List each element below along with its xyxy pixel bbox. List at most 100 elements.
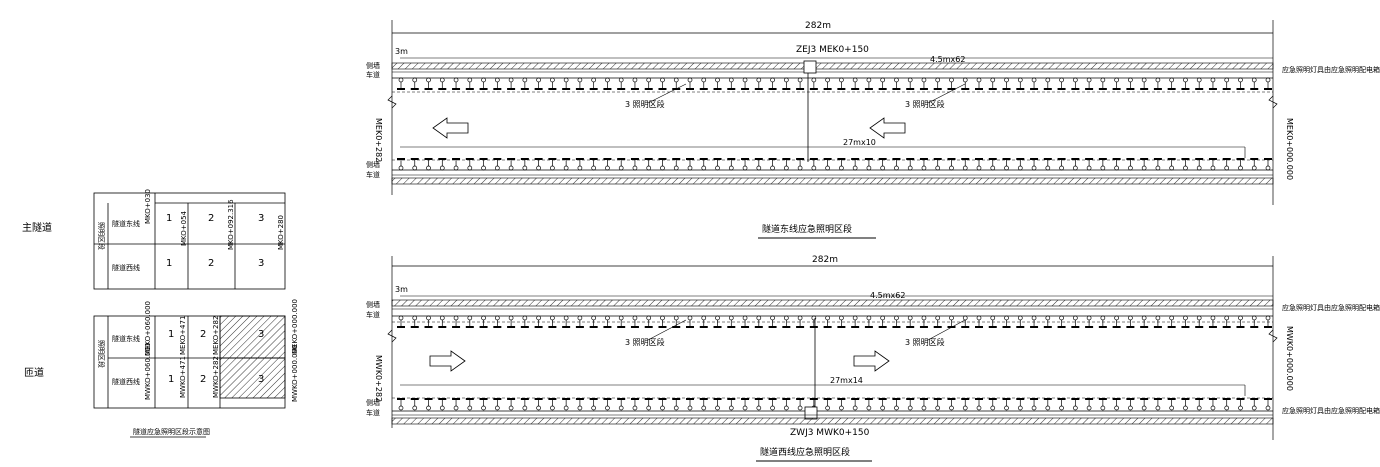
west-upper-lamp-node: [550, 315, 555, 321]
west-lower-lamp: [1043, 398, 1052, 411]
east-upper-lamp-node: [811, 77, 817, 83]
west-upper-lamp: [562, 315, 571, 328]
west-upper-lamp-node: [728, 315, 734, 321]
east-lower-lamp-node: [921, 165, 927, 171]
east-upper-lamp-node: [467, 77, 473, 83]
west-upper-lamp: [589, 315, 598, 328]
east-lower-lamp-node: [687, 165, 693, 171]
west-lower-lamp-node: [577, 405, 583, 411]
west-direction-arrow-right: [853, 350, 890, 372]
east-upper-lamp-node: [673, 77, 679, 83]
main-table-row1-label: 隧道东线: [112, 219, 140, 228]
east-lower-lamp-head: [919, 158, 928, 160]
main-table-cell-2-3: 3: [258, 258, 264, 269]
east-lower-lamp-head: [1071, 158, 1080, 160]
west-upper-lamp-head: [837, 326, 846, 328]
east-upper-lamp-head: [837, 88, 846, 90]
east-lower-lamp: [548, 158, 557, 171]
east-lower-lamp: [1112, 158, 1121, 171]
east-lower-lamp: [1002, 158, 1011, 171]
east-lower-lamp: [1085, 158, 1094, 171]
west-lower-lamp-head: [864, 398, 873, 400]
east-lower-lamp-node: [935, 165, 941, 171]
west-upper-lamp: [796, 315, 805, 328]
east-lower-lamp-head: [507, 158, 516, 160]
west-upper-lamp-head: [988, 326, 997, 328]
west-upper-lamp-head: [1208, 326, 1217, 328]
ramp-table-row2-label: 隧道西线: [112, 377, 140, 386]
west-upper-lamp-head: [520, 326, 529, 328]
east-lower-lamp: [397, 158, 405, 171]
west-lower-lamp-node: [618, 405, 624, 411]
west-lower-lamp-head: [782, 398, 791, 400]
ramp-table-hatched-zone-2: [219, 357, 286, 399]
east-upper-lamp: [1208, 77, 1217, 90]
west-upper-lamp: [837, 315, 846, 328]
west-upper-fixtures: [397, 315, 1272, 328]
east-upper-lamp: [548, 77, 557, 90]
east-upper-lamp: [699, 77, 708, 90]
west-upper-lamp-node: [1100, 315, 1106, 321]
east-upper-lamp-node: [880, 77, 886, 83]
main-table-cell-1-1: 1: [166, 213, 172, 224]
west-upper-lamp: [1140, 315, 1149, 328]
west-lower-lamp-node: [894, 405, 899, 411]
west-upper-lamp-head: [686, 326, 694, 328]
east-lower-lamp: [1140, 158, 1149, 171]
west-lower-lamp-node: [522, 405, 528, 411]
east-upper-lamp-node: [1114, 77, 1119, 83]
east-lower-lamp: [906, 158, 915, 171]
east-lower-lamp: [1153, 158, 1162, 171]
west-lower-lamp-head: [397, 398, 405, 400]
west-lower-lamp: [713, 398, 722, 411]
east-lower-lamp-node: [646, 165, 652, 171]
ramp-table-chainage-7: MWKO+282: [212, 356, 220, 398]
east-lower-lamp: [630, 158, 639, 171]
east-spacing-bottom: 27mx10: [843, 138, 876, 147]
east-lower-lamp-head: [603, 158, 612, 160]
west-upper-lamp: [1153, 315, 1162, 328]
west-lower-lamp: [988, 398, 997, 411]
west-upper-lamp-head: [741, 326, 750, 328]
west-lower-lamp-head: [686, 398, 694, 400]
east-upper-lamp: [589, 77, 598, 90]
east-lower-lamp-node: [1114, 165, 1119, 171]
east-lower-lamp-node: [577, 165, 583, 171]
east-lower-lamp-head: [1264, 158, 1272, 160]
east-lower-lamp-head: [713, 158, 722, 160]
west-lower-lamp-head: [465, 398, 474, 400]
east-upper-lamp: [892, 77, 901, 90]
east-upper-lamp-node: [1196, 77, 1202, 83]
east-lower-lamp-head: [644, 158, 653, 160]
west-lower-lamp: [1002, 398, 1011, 411]
west-lower-lamp-head: [410, 398, 419, 400]
east-lower-lamp-head: [837, 158, 846, 160]
east-lower-lamp-head: [1043, 158, 1052, 160]
west-lower-lamp-head: [1002, 398, 1011, 400]
east-upper-lamp-node: [494, 77, 500, 83]
west-lower-lamp-node: [481, 405, 486, 411]
west-lower-lamp-head: [754, 398, 763, 400]
west-lower-lamp: [851, 398, 860, 411]
west-note-top: 应急照明灯具由应急照明配电箱供电: [1282, 303, 1380, 312]
east-lower-lamp-head: [575, 158, 584, 160]
west-plan: 282m 3m 4.5mx62 侧墙 车道 应急照明灯具由应急照明配电箱供电 3…: [366, 255, 1380, 462]
west-upper-lamp-node: [577, 315, 583, 321]
east-lower-lamp-head: [782, 158, 791, 160]
west-upper-lamp-node: [756, 315, 762, 321]
east-lower-lamp: [727, 158, 736, 171]
west-lower-lamp: [878, 398, 887, 411]
west-upper-lamp-head: [975, 326, 983, 328]
east-lower-lamp-node: [398, 165, 404, 171]
west-upper-lamp-node: [1251, 315, 1257, 321]
west-upper-lamp-node: [563, 315, 569, 321]
west-upper-lamp-head: [644, 326, 653, 328]
west-lower-lamp: [630, 398, 639, 411]
east-upper-lamp-head: [1222, 88, 1231, 90]
west-lower-lamp-head: [741, 398, 750, 400]
west-upper-lamp-node: [1128, 315, 1133, 321]
east-upper-lamp: [630, 77, 639, 90]
east-upper-lamp-node: [866, 77, 872, 83]
east-upper-lamp-head: [727, 88, 736, 90]
west-lower-lamp-node: [825, 405, 830, 411]
